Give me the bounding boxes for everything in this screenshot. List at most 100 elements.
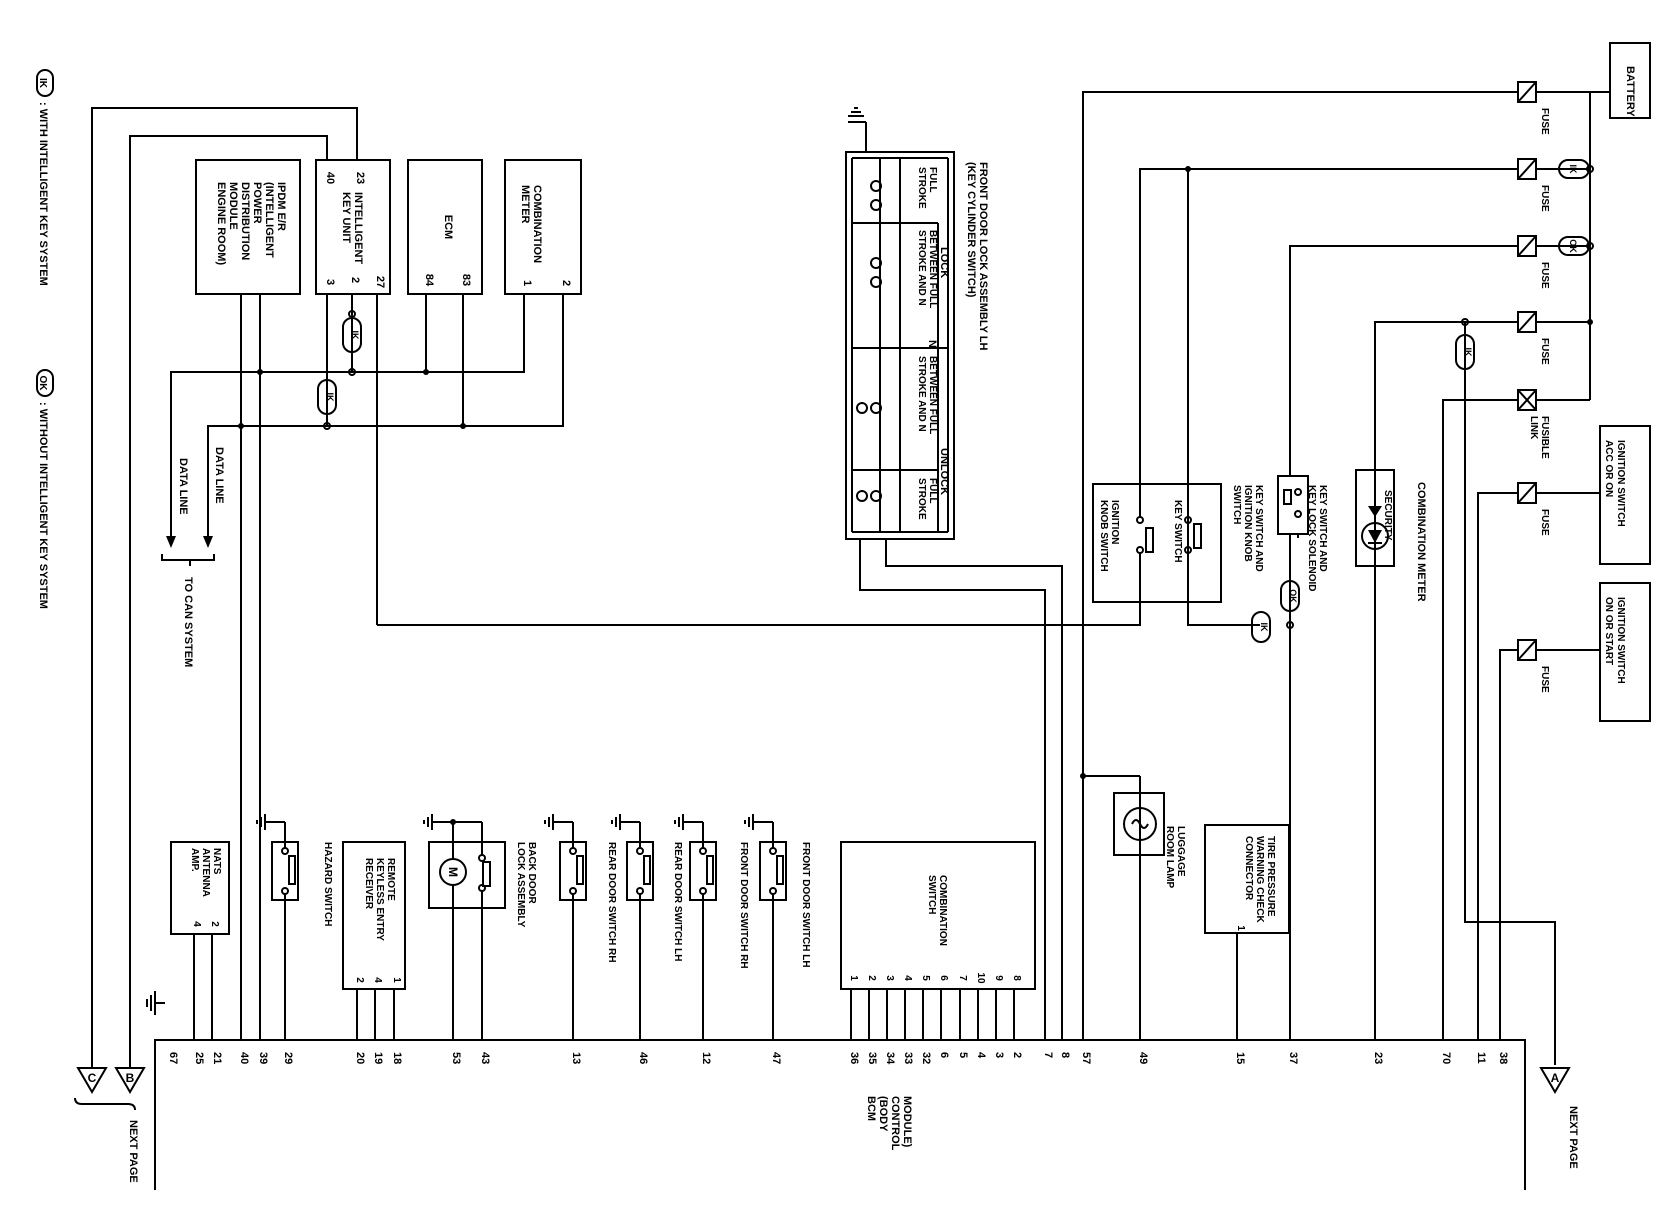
- combo-meter-line-1: COMBINATION: [531, 185, 543, 263]
- bt-lock-2: STROKE AND N: [916, 230, 927, 306]
- combo-switch-pin: 2: [866, 975, 877, 981]
- bcm-pin-label: 57: [1080, 1052, 1092, 1064]
- ikey-pin-2: 2: [349, 277, 361, 283]
- data-line-label-2: DATA LINE: [177, 458, 189, 515]
- fuse-label: FUSE: [1539, 509, 1550, 536]
- hazard-text: HAZARD SWITCH: [322, 842, 333, 926]
- next-page-right-text: NEXT PAGE: [1567, 1106, 1579, 1169]
- key-switch-text: KEY SWITCH: [1172, 500, 1183, 563]
- ign-on-line-2: ON OR START: [1603, 597, 1614, 665]
- bcm-pin-label: 2: [1011, 1052, 1023, 1058]
- fs-lock-1: FULL: [927, 167, 938, 193]
- remote-line-2: KEYLESS ENTRY: [374, 858, 385, 941]
- back-door-ground: [423, 814, 433, 830]
- ignition-switch-acc-label: IGNITION SWITCH ACC OR ON: [1603, 440, 1626, 527]
- remote-line-3: RECEIVER: [363, 858, 374, 910]
- battery-label: BATTERY: [1624, 66, 1636, 117]
- rear-door-switch-lh-label: REAR DOOR SWITCH LH: [672, 842, 683, 961]
- bcm-pin-label: 25: [193, 1052, 205, 1064]
- back-door-line-2: LOCK ASSEMBLY: [515, 842, 526, 928]
- bcm-label-line-3: CONTROL: [889, 1096, 901, 1151]
- ks-ign-line-3: SWITCH: [1231, 485, 1242, 524]
- bcm-pin-label: 15: [1234, 1052, 1246, 1064]
- tire-line-1: TIRE PRESSURE: [1265, 836, 1276, 917]
- ikey-pin-23: 23: [354, 172, 366, 184]
- combo-switch-pin: 7: [957, 975, 968, 981]
- data-line-label-1: DATA LINE: [213, 447, 225, 504]
- remote-keyless-label: REMOTE KEYLESS ENTRY RECEIVER: [363, 858, 396, 941]
- fuse-group: [1517, 81, 1537, 661]
- back-door-line-1: BACK DOOR: [526, 842, 537, 904]
- rear-rh-text: REAR DOOR SWITCH RH: [606, 842, 617, 963]
- bt-unlock-2: STROKE AND N: [916, 356, 927, 432]
- combo-meter-pin-1: 1: [521, 280, 533, 286]
- ik-badge-ikey-3: IK: [317, 379, 337, 415]
- fs-lock-2: STROKE: [916, 167, 927, 209]
- ok-symbol-text: OK: [37, 376, 48, 392]
- fusible-link-line-2: LINK: [1528, 416, 1539, 440]
- connector-c-label: C: [88, 1071, 97, 1085]
- bcm-outline: [154, 1039, 1526, 1190]
- bcm-pin-label: 34: [884, 1052, 896, 1065]
- bcm-pin-label: 8: [1059, 1052, 1071, 1058]
- bt-unlock-1: BETWEEN FULL: [927, 356, 938, 434]
- connector-c: C: [76, 1067, 108, 1094]
- battery-box: [1609, 42, 1651, 119]
- combo-switch-pin: 8: [1011, 975, 1022, 981]
- bcm-pin-label: 19: [372, 1052, 384, 1064]
- bcm-pin-label: 70: [1440, 1052, 1452, 1064]
- ign-acc-line-1: IGNITION SWITCH: [1615, 440, 1626, 527]
- ik-badge-text-2: IK: [325, 393, 335, 403]
- combo-switch-pin: 1: [848, 975, 859, 981]
- ok-legend-symbol: OK: [36, 369, 54, 397]
- nats-line-3: AMP.: [189, 848, 200, 872]
- bcm-label: BCM (BODY CONTROL MODULE): [865, 1096, 913, 1151]
- door-lock-full-stroke-unlock: FULL STROKE: [916, 478, 938, 520]
- combo-switch-pin: 3: [884, 975, 895, 981]
- remote-pin-4: 4: [372, 977, 383, 983]
- ign-on-line-1: IGNITION SWITCH: [1615, 597, 1626, 684]
- bcm-pin-label: 43: [479, 1052, 491, 1064]
- ecm-label: ECM: [442, 215, 454, 239]
- bcm-pin-label: 38: [1497, 1052, 1509, 1064]
- ik-badge-text-1: IK: [350, 331, 360, 341]
- to-can-label: TO CAN SYSTEM: [182, 577, 194, 667]
- combination-meter-box: [504, 159, 582, 295]
- bcm-pin-label: 49: [1137, 1052, 1149, 1064]
- ks-ign-line-1: KEY SWITCH AND: [1253, 485, 1264, 572]
- combination-switch-label: COMBINATION SWITCH: [926, 875, 948, 946]
- ik-badge-text-3: IK: [1568, 165, 1578, 175]
- rear-lh-text: REAR DOOR SWITCH LH: [672, 842, 683, 961]
- bcm-pin-label: 21: [211, 1052, 223, 1064]
- ipdm-label: IPDM E/R (INTELLIGENT POWER DISTRIBUTION…: [215, 182, 287, 265]
- door-lock-line-2: (KEY CYLINDER SWITCH): [965, 162, 977, 298]
- nats-line-2: ANTENNA: [200, 848, 211, 897]
- ipdm-box: [195, 159, 301, 295]
- luggage-lamp-label: LUGGAGE ROOM LAMP: [1164, 826, 1186, 889]
- door-lock-line-1: FRONT DOOR LOCK ASSEMBLY LH: [977, 162, 989, 350]
- door-lock-lock: LOCK: [938, 247, 950, 278]
- bcm-pin-label: 40: [238, 1052, 250, 1064]
- ignition-switch-acc-box: [1599, 425, 1651, 565]
- nats-pin-4: 4: [191, 921, 202, 927]
- bcm-pin-label: 20: [354, 1052, 366, 1064]
- ok-badge-fuse: OK: [1558, 236, 1590, 256]
- combo-switch-pin: 4: [902, 975, 913, 981]
- ik-symbol-text: IK: [37, 78, 48, 89]
- ok-badge-key: OK: [1280, 580, 1300, 612]
- door-lock-between-lock: BETWEEN FULL STROKE AND N: [916, 230, 938, 308]
- fs-unlock-2: STROKE: [916, 478, 927, 520]
- front-door-lock-assembly-box: [845, 151, 955, 540]
- back-door-label: BACK DOOR LOCK ASSEMBLY: [515, 842, 537, 928]
- combo-switch-pin: 10: [975, 972, 986, 984]
- ipdm-line-1: IPDM E/R: [275, 182, 287, 231]
- tire-line-3: CONNECTOR: [1243, 836, 1254, 901]
- connector-b-label: B: [126, 1071, 135, 1085]
- ign-knob-line-2: KNOB SWITCH: [1098, 500, 1109, 572]
- ipdm-line-3: POWER: [251, 182, 263, 224]
- combo-meter-line-2: METER: [519, 185, 531, 224]
- security-text: SECURITY: [1382, 490, 1393, 541]
- ikey-pin-40: 40: [324, 172, 336, 184]
- combo-switch-line-2: SWITCH: [926, 875, 937, 914]
